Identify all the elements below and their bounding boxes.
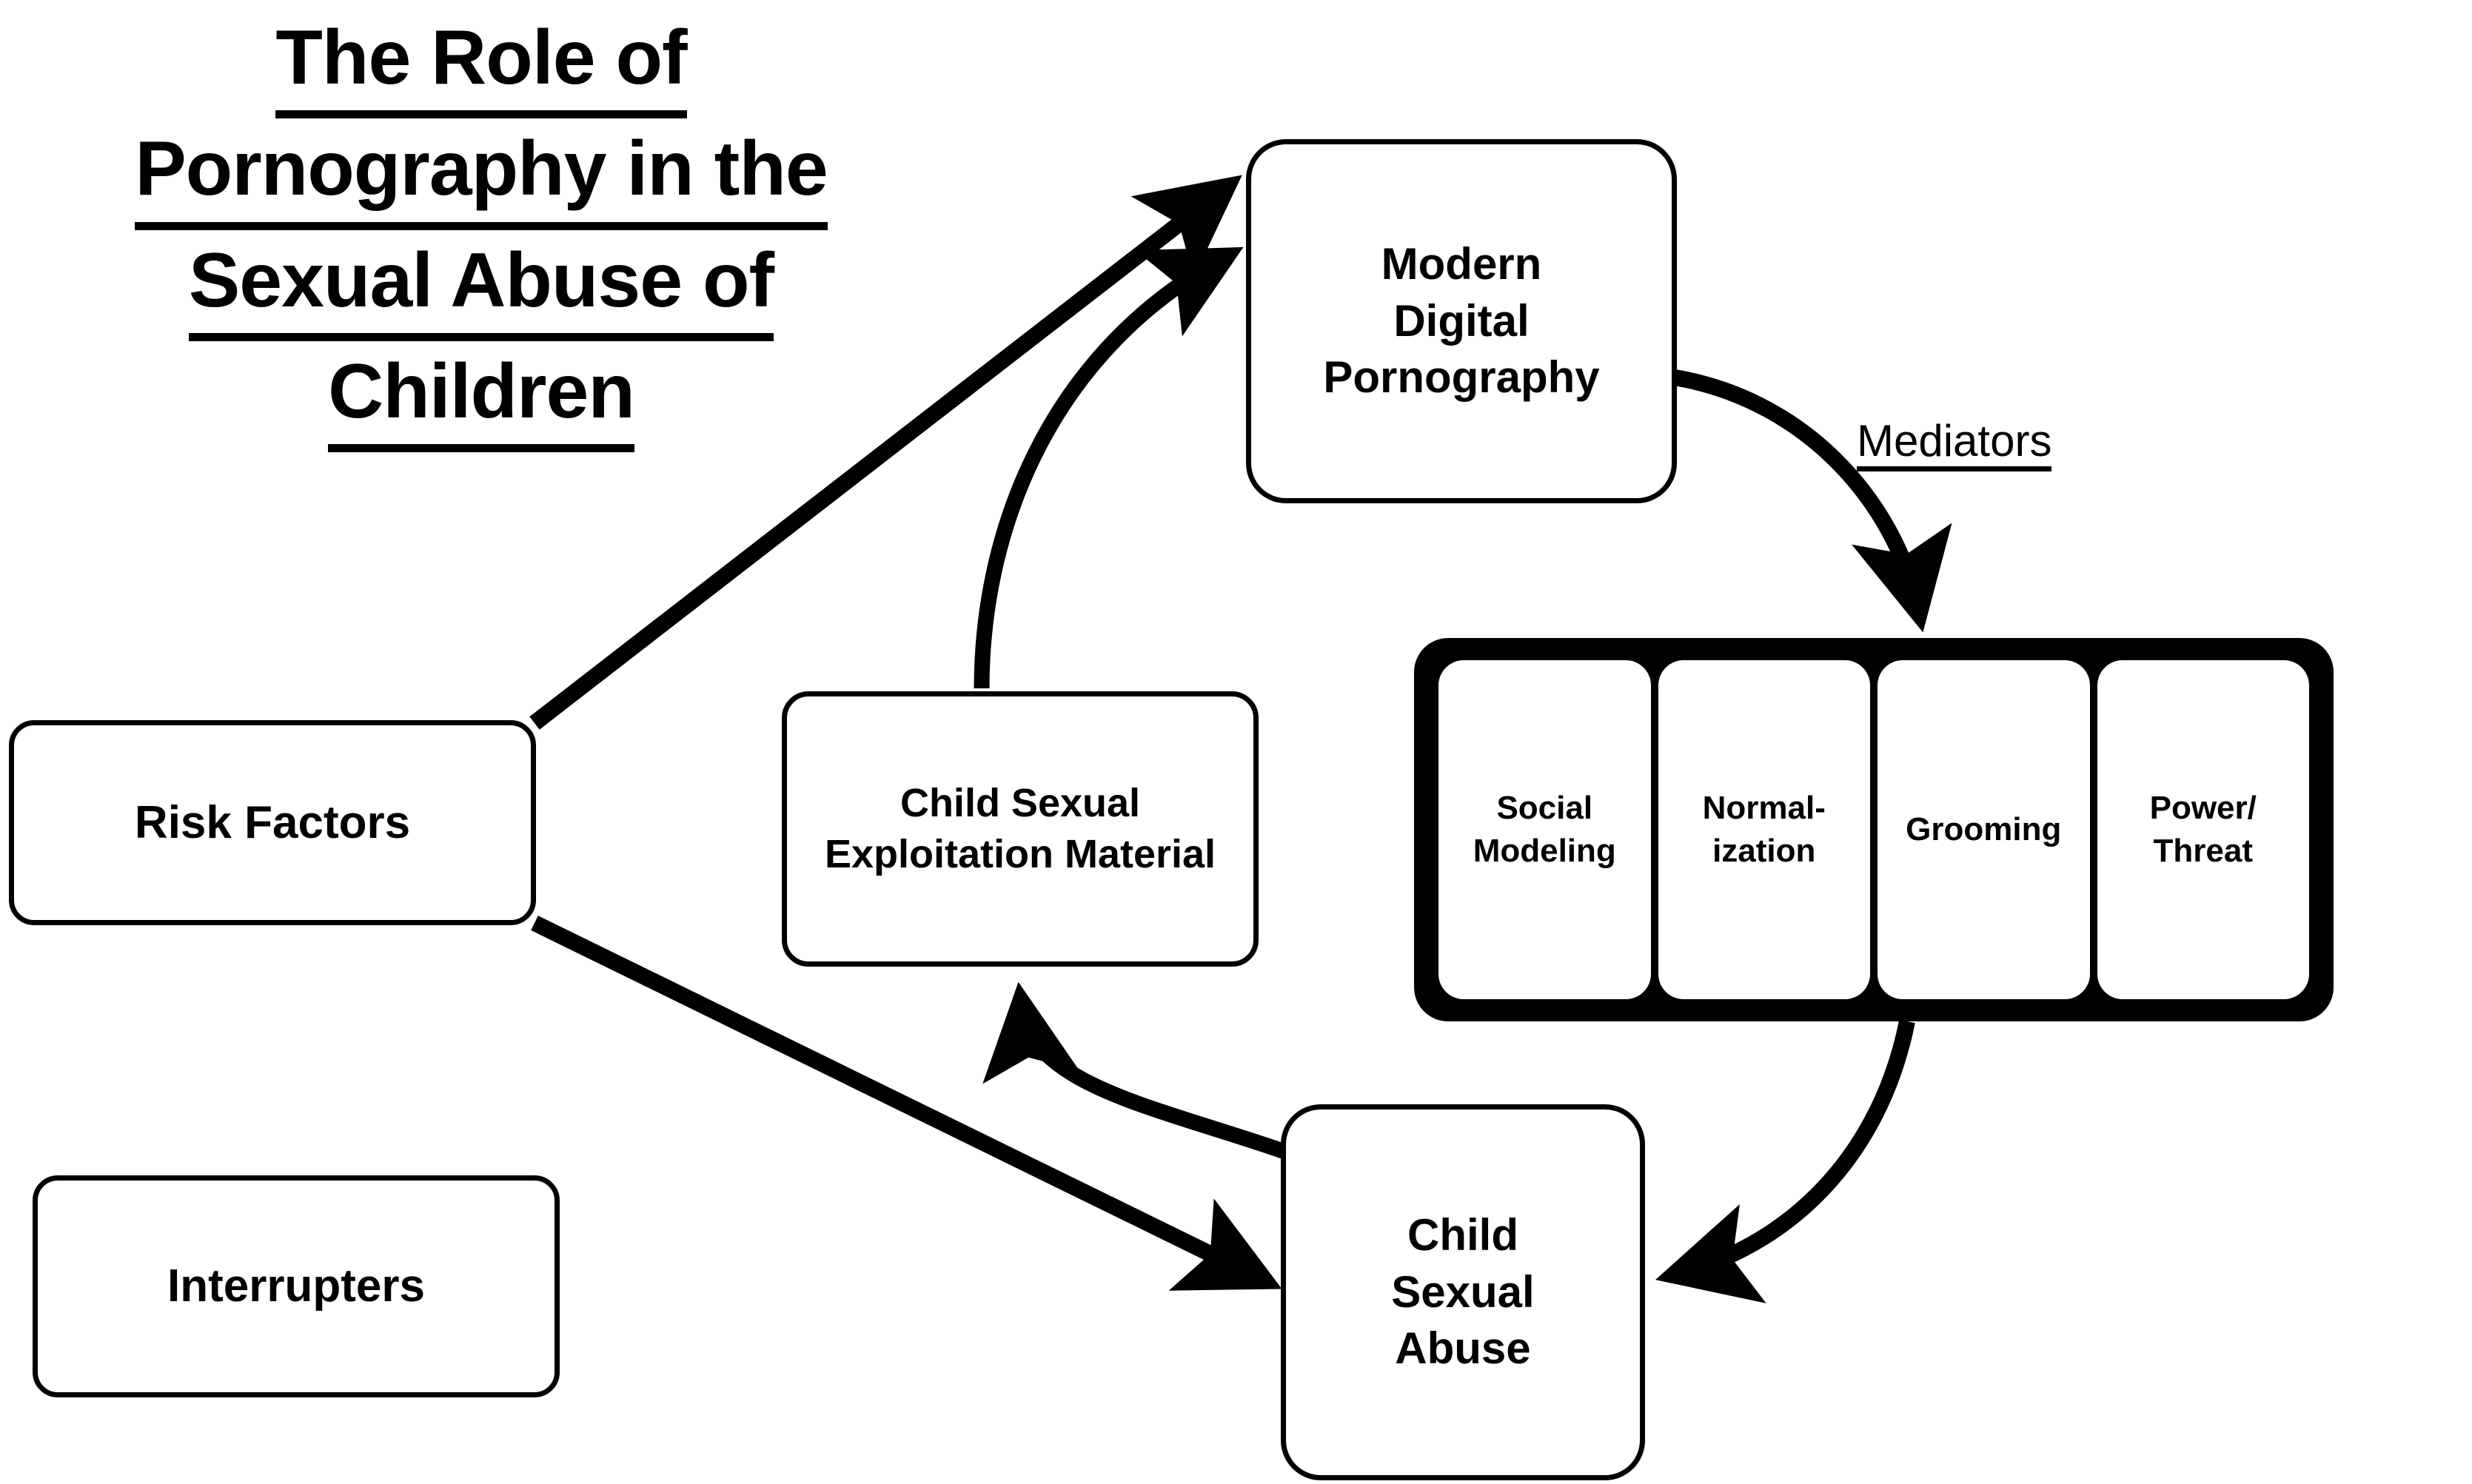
page-title: The Role of Pornography in the Sexual Ab… bbox=[111, 7, 851, 453]
mediator-2-line1: Grooming bbox=[1906, 810, 2062, 847]
node-csem-label-line1: Child Sexual bbox=[900, 780, 1141, 825]
mediator-power-threat-label: Power/ Threat bbox=[2150, 787, 2257, 873]
node-csa-label-line1: Child bbox=[1407, 1209, 1518, 1260]
edge-pornography-to-mediators bbox=[1673, 369, 1952, 633]
mediator-social-modeling-label: Social Modeling bbox=[1473, 787, 1616, 873]
node-child-sexual-abuse[interactable]: Child Sexual Abuse bbox=[1281, 1104, 1645, 1480]
node-risk-factors-label: Risk Factors bbox=[134, 796, 411, 848]
edge-risk-to-abuse bbox=[531, 916, 1282, 1291]
mediator-0-line1: Social bbox=[1496, 789, 1593, 826]
node-mdp-label-line1: Modern bbox=[1381, 238, 1542, 289]
edge-csem-to-pornography bbox=[974, 246, 1244, 689]
node-child-sexual-exploitation-material[interactable]: Child Sexual Exploitation Material bbox=[782, 691, 1259, 967]
node-csa-label-line3: Abuse bbox=[1395, 1323, 1531, 1374]
node-modern-digital-pornography-label: Modern Digital Pornography bbox=[1323, 236, 1599, 406]
mediators-group-label: Mediators bbox=[1857, 419, 2052, 471]
mediator-3-line1: Power/ bbox=[2149, 789, 2257, 826]
mediator-0-line2: Modeling bbox=[1473, 833, 1616, 869]
title-line-2: Pornography in the bbox=[135, 118, 828, 230]
node-risk-factors[interactable]: Risk Factors bbox=[9, 720, 536, 925]
edge-mediators-to-abuse bbox=[1655, 1019, 1915, 1303]
node-interrupters[interactable]: Interrupters bbox=[33, 1175, 560, 1397]
mediator-social-modeling[interactable]: Social Modeling bbox=[1438, 660, 1651, 999]
mediator-grooming-label: Grooming bbox=[1906, 808, 2061, 851]
node-interrupters-label: Interrupters bbox=[167, 1260, 425, 1312]
node-csem-label-line2: Exploitation Material bbox=[824, 832, 1216, 876]
node-mdp-label-line2: Digital bbox=[1393, 295, 1530, 346]
mediator-1-line1: Normal- bbox=[1702, 789, 1826, 826]
node-modern-digital-pornography[interactable]: Modern Digital Pornography bbox=[1246, 139, 1677, 503]
mediator-power-threat[interactable]: Power/ Threat bbox=[2097, 660, 2309, 999]
title-line-3: Sexual Abuse of bbox=[188, 230, 774, 341]
node-csem-label: Child Sexual Exploitation Material bbox=[825, 778, 1216, 880]
mediator-3-line2: Threat bbox=[2153, 833, 2253, 869]
node-mdp-label-line3: Pornography bbox=[1323, 352, 1600, 403]
title-line-4: Children bbox=[328, 341, 635, 453]
mediator-normalization-label: Normal- ization bbox=[1703, 787, 1826, 873]
node-child-sexual-abuse-label: Child Sexual Abuse bbox=[1391, 1207, 1534, 1377]
title-line-1: The Role of bbox=[275, 7, 688, 119]
mediator-grooming[interactable]: Grooming bbox=[1878, 660, 2090, 999]
node-csa-label-line2: Sexual bbox=[1391, 1266, 1535, 1317]
mediators-group: Social Modeling Normal- ization Grooming… bbox=[1414, 638, 2334, 1021]
mediator-normalization[interactable]: Normal- ization bbox=[1658, 660, 1870, 999]
mediator-1-line2: ization bbox=[1712, 833, 1816, 869]
